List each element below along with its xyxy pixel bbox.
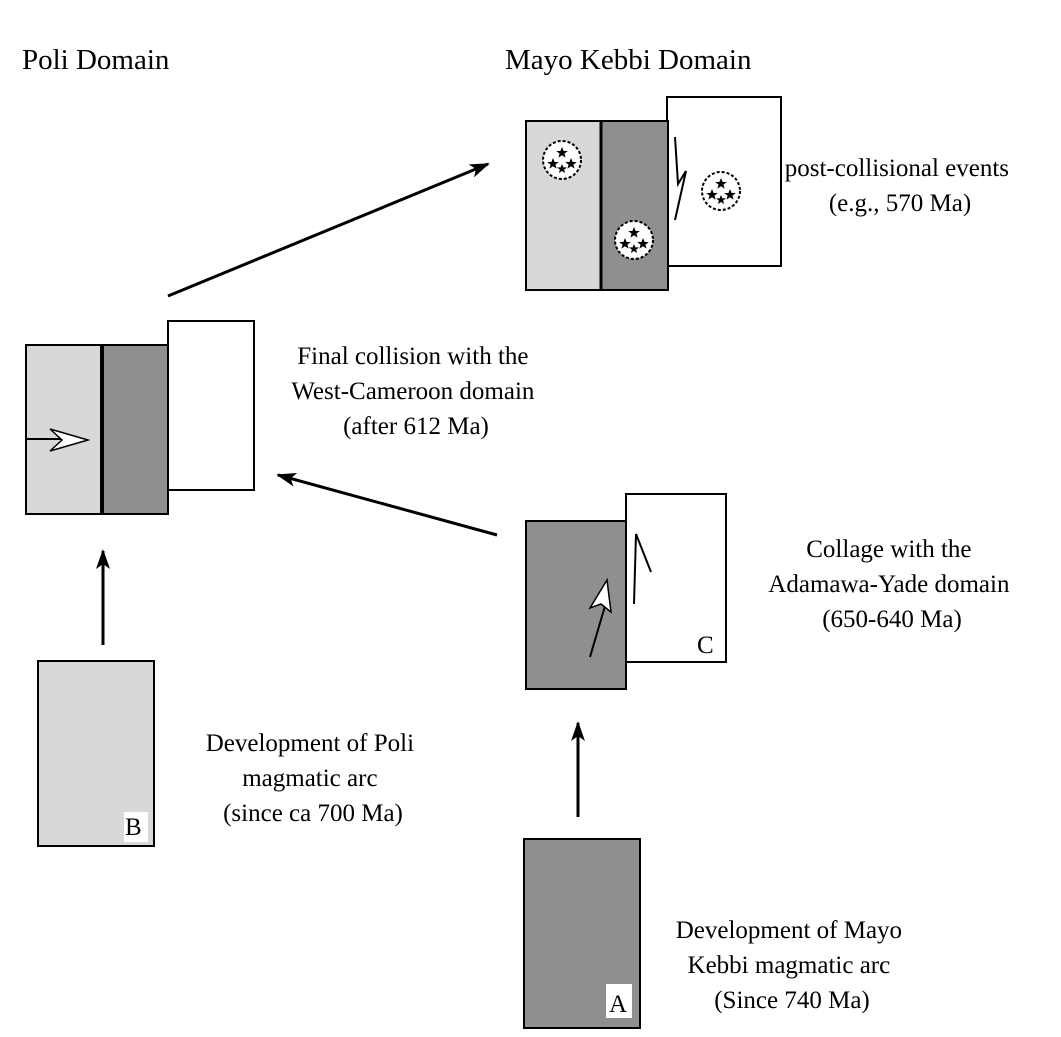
pluton-icon [614, 220, 654, 260]
poli-block [25, 344, 103, 515]
subduction-arrow-icon [26, 428, 91, 452]
mayo-kebbi-arc-caption: Development of Mayo Kebbi magmatic arc (… [676, 917, 909, 1014]
block-label-a: A [609, 991, 627, 1018]
west-cameroon-block [167, 320, 255, 491]
pluton-icon [542, 140, 582, 180]
mayo-kebbi-block [600, 120, 669, 291]
shear-sense-icon [633, 533, 652, 605]
mayo-kebbi-block [525, 520, 627, 690]
post-collisional-caption: post-collisional events (e.g., 570 Ma) [785, 155, 1016, 217]
convergence-arrow-icon [588, 577, 612, 658]
poli-arc-caption: Development of Poli magmatic arc (since … [206, 730, 421, 827]
collage-stage [525, 493, 727, 690]
pluton-icon [701, 171, 741, 211]
mayo-kebbi-domain-heading: Mayo Kebbi Domain [505, 44, 752, 76]
post-collisional-stage [525, 96, 782, 291]
mayo-kebbi-block [101, 344, 169, 515]
arrow-final-to-post-collisional [167, 162, 490, 298]
block-label-c: C [697, 632, 714, 659]
final-collision-caption: Final collision with the West-Cameroon d… [291, 343, 540, 440]
block-label-b: B [125, 814, 142, 841]
poli-domain-heading: Poli Domain [22, 44, 170, 76]
final-collision-stage [25, 320, 255, 515]
arrow-collage-to-final [276, 473, 498, 537]
collage-caption: Collage with the Adamawa-Yade domain (65… [768, 536, 1015, 633]
adamawa-yade-block [625, 493, 727, 663]
shear-sense-icon [674, 136, 687, 221]
